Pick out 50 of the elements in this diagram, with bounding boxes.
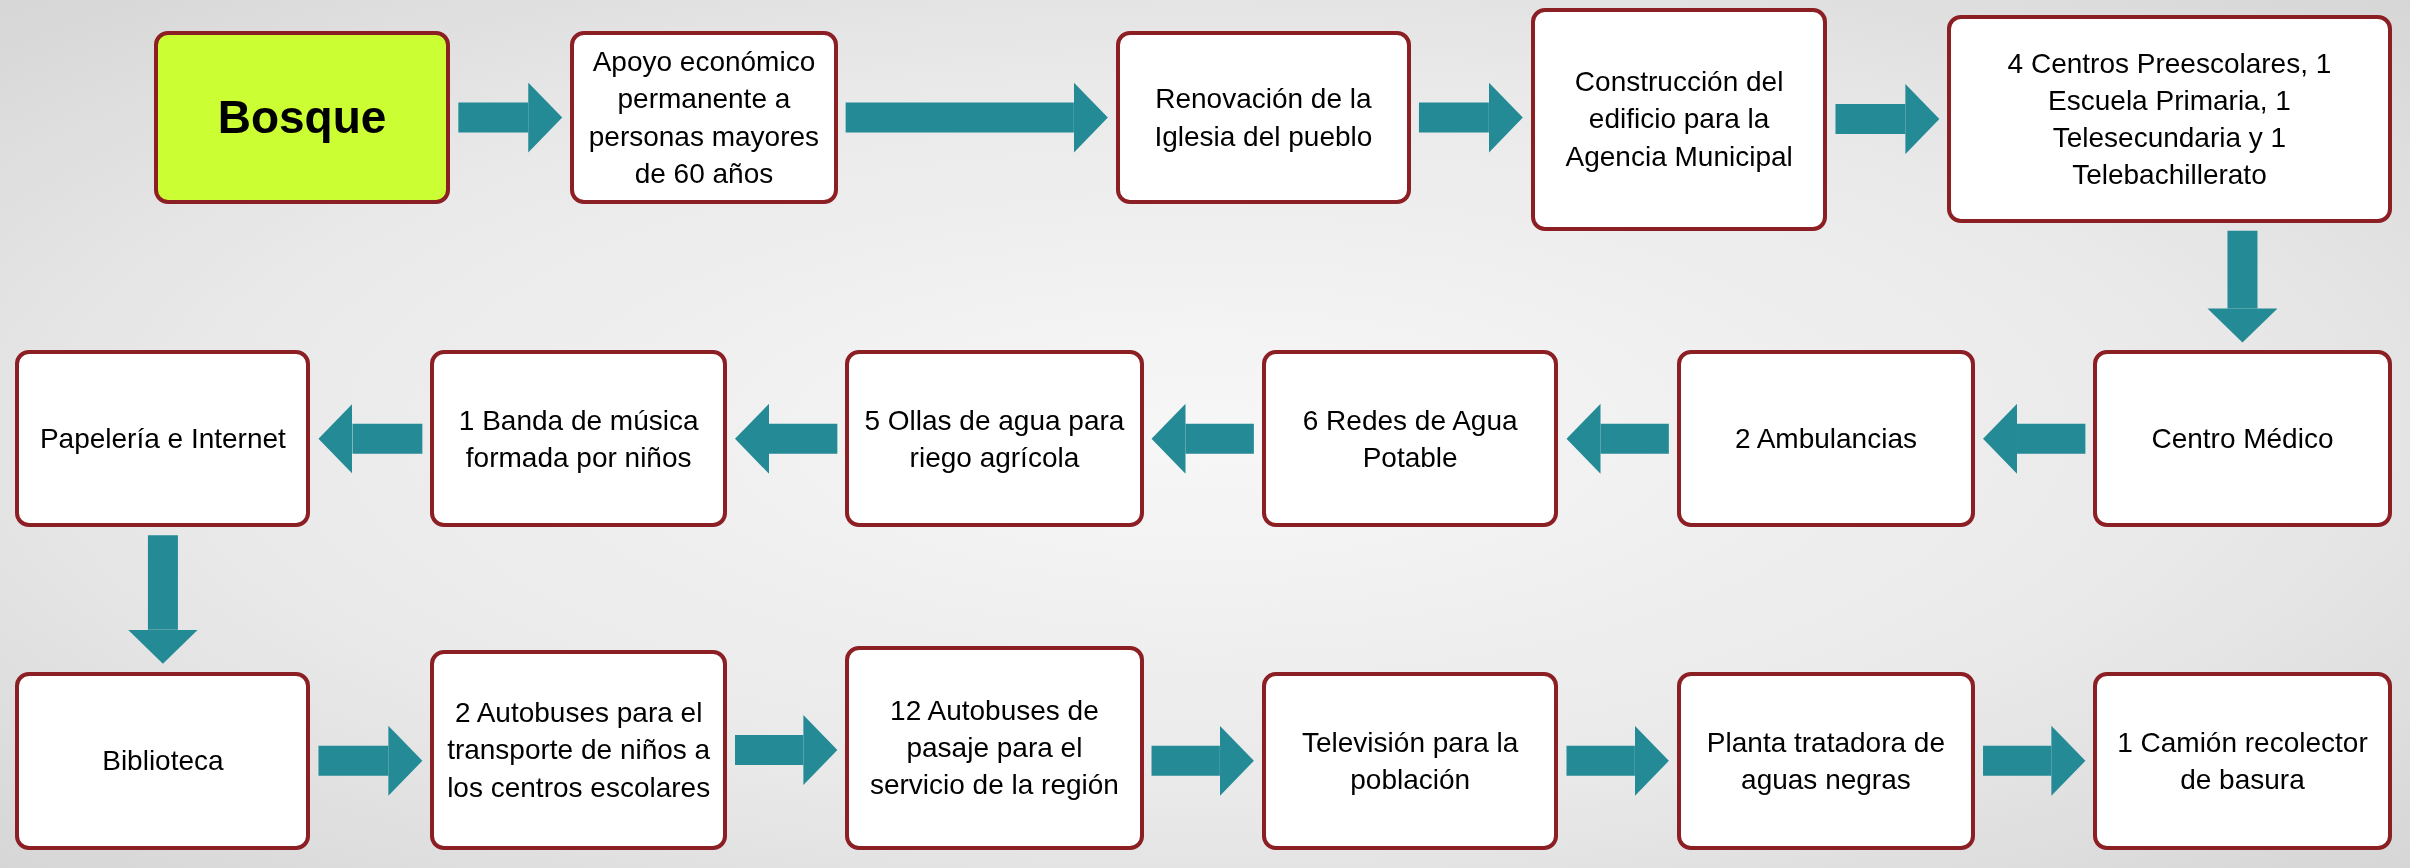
box-label: Biblioteca: [102, 744, 224, 779]
box-label: 2 Ambulancias: [1734, 422, 1917, 457]
box-label: 5 Ollas de agua para riego agrícola: [863, 403, 1126, 475]
block-arrow: [735, 715, 838, 786]
block-arrow: [318, 403, 423, 474]
process-box: [1530, 7, 1828, 231]
box-label: Apoyo económico permanente a personas mayores de 60 años: [587, 45, 821, 191]
box-label: 4 Centros Preescolares, 1 Escuela Primaria, 1 Telesecundaria y 1 Telebachillerato: [2006, 46, 2333, 193]
block-arrow: [845, 82, 1108, 153]
box-label: Construcción del edificio para la Agencia Municipal: [1564, 65, 1794, 174]
process-box: [1261, 671, 1559, 850]
block-arrow: [1566, 403, 1669, 474]
process-box: [15, 350, 311, 528]
process-box: [430, 650, 727, 850]
box-label: 1 Banda de música formada por niños: [457, 403, 700, 475]
block-arrow: [2207, 230, 2278, 343]
box-label: 12 Autobuses de pasaje para el servicio de la región: [868, 693, 1120, 803]
box-label: Papelería e Internet: [39, 422, 286, 457]
process-box: [430, 350, 727, 528]
process-box: [1947, 15, 2392, 223]
process-box: [15, 671, 311, 850]
process-box: [2093, 671, 2392, 850]
box-label: 1 Camión recolector de basura: [2116, 725, 2369, 797]
block-arrow: [1835, 84, 1940, 155]
block-arrow: [1566, 725, 1669, 796]
block-arrow: [1983, 725, 2086, 796]
process-box: [1115, 30, 1411, 205]
process-box: [2093, 350, 2392, 528]
block-arrow: [1151, 403, 1254, 474]
process-box: [1676, 671, 1975, 850]
process-box: [1676, 350, 1975, 528]
block-arrow: [318, 725, 423, 796]
process-box: [570, 30, 838, 205]
box-label: 2 Autobuses para el transporte de niños a los centros escolares: [446, 696, 711, 805]
process-box: [845, 350, 1144, 528]
block-arrow: [735, 403, 838, 474]
block-arrow: [1983, 403, 2086, 474]
process-box: [153, 30, 451, 205]
process-box: [1261, 350, 1559, 528]
box-label: 6 Redes de Agua Potable: [1301, 403, 1519, 475]
block-arrow: [458, 82, 563, 153]
block-arrow: [1418, 82, 1523, 153]
box-label: Renovación de la Iglesia del pueblo: [1153, 82, 1374, 154]
box-label: Bosque: [217, 90, 387, 145]
box-label: Planta tratadora de aguas negras: [1705, 725, 1946, 797]
block-arrow: [127, 535, 198, 664]
process-box: [845, 645, 1144, 850]
box-label: Centro Médico: [2151, 422, 2334, 457]
box-label: Televisión para la población: [1301, 725, 1520, 797]
block-arrow: [1151, 725, 1254, 796]
